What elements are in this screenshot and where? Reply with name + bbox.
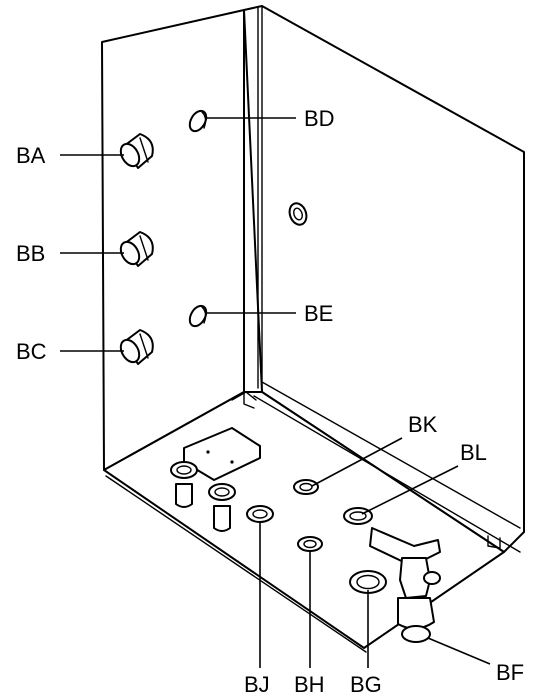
bottom-fitting-left-1 bbox=[170, 461, 198, 508]
callout-bk: BK bbox=[408, 412, 438, 437]
callout-bg: BG bbox=[350, 672, 382, 697]
callout-bl: BL bbox=[460, 440, 487, 465]
fitting-ba bbox=[119, 133, 154, 169]
bottom-fitting-bg bbox=[349, 570, 387, 594]
bottom-fitting-bh bbox=[297, 536, 323, 552]
callout-bj: BJ bbox=[244, 672, 270, 697]
fitting-bb bbox=[119, 231, 154, 267]
callout-be: BE bbox=[304, 301, 333, 326]
callout-bh: BH bbox=[294, 672, 325, 697]
callout-bb: BB bbox=[16, 241, 45, 266]
door-screw bbox=[288, 202, 308, 226]
leader-lines bbox=[60, 117, 491, 668]
callout-bd: BD bbox=[304, 106, 335, 131]
fitting-bc bbox=[119, 329, 154, 365]
callout-bf: BF bbox=[496, 660, 524, 685]
valve-bf bbox=[369, 527, 441, 643]
bottom-fitting-bk bbox=[293, 479, 319, 495]
enclosure-body bbox=[101, 5, 525, 653]
hole-be bbox=[188, 304, 208, 328]
callout-bc: BC bbox=[16, 339, 47, 364]
bottom-fitting-left-2 bbox=[208, 483, 236, 532]
callout-ba: BA bbox=[16, 143, 46, 168]
callout-labels: BA BB BC BD BE BK BL BJ BH BG BF bbox=[16, 106, 524, 697]
hole-bd bbox=[188, 109, 208, 133]
bottom-fitting-bj bbox=[246, 505, 274, 523]
